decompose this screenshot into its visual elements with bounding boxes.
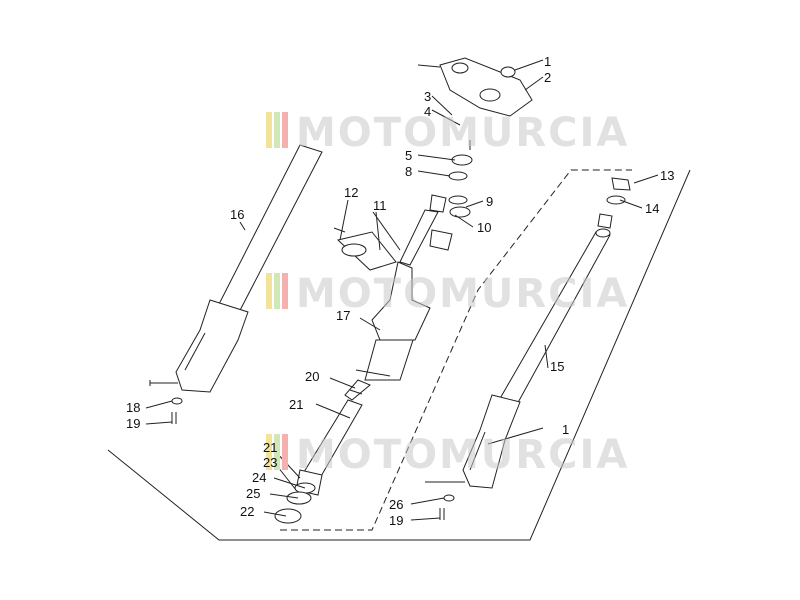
callout-label: 14 [645, 201, 659, 216]
callout-label: 2 [544, 70, 551, 85]
callout-label: 1 [544, 54, 551, 69]
callout-label: 1 [562, 422, 569, 437]
callout-label: 22 [240, 504, 254, 519]
callout-label: 23 [263, 455, 277, 470]
callout-label: 19 [126, 416, 140, 431]
callout-label: 12 [344, 185, 358, 200]
watermark-bottom: MOTOMURCIA [266, 432, 629, 478]
callout-label: 8 [405, 164, 412, 179]
watermark-bar [282, 112, 288, 148]
callout-label: 17 [336, 308, 350, 323]
top-crown [417, 57, 533, 251]
callout-label: 25 [246, 486, 260, 501]
leader-lines [145, 59, 659, 521]
callout-label: 9 [486, 194, 493, 209]
watermark-bar [282, 434, 288, 470]
callout-label: 3 [424, 89, 431, 104]
bottom-rings [274, 482, 316, 524]
watermark-bar [266, 112, 272, 148]
callout-label: 19 [389, 513, 403, 528]
watermark-middle: MOTOMURCIA [266, 271, 629, 317]
right-fork-leg [425, 177, 631, 520]
callout-label: 16 [230, 207, 244, 222]
watermark-text: MOTOMURCIA [296, 110, 629, 156]
callout-label: 24 [252, 470, 266, 485]
watermark-bar [274, 434, 280, 470]
callout-label: 4 [424, 104, 431, 119]
steering-column [295, 194, 447, 496]
watermark-text: MOTOMURCIA [296, 271, 629, 317]
watermark-text: MOTOMURCIA [296, 432, 629, 478]
callout-label: 10 [477, 220, 491, 235]
callout-label: 20 [305, 369, 319, 384]
callout-label: 21 [289, 397, 303, 412]
watermark-bar [282, 273, 288, 309]
callout-label: 5 [405, 148, 412, 163]
watermark-bar [274, 273, 280, 309]
callout-label: 26 [389, 497, 403, 512]
callout-label: 13 [660, 168, 674, 183]
assembly-outline [107, 169, 691, 541]
watermark-bar [274, 112, 280, 148]
watermark-top: MOTOMURCIA [266, 110, 629, 156]
callout-label: 18 [126, 400, 140, 415]
callout-label: 15 [550, 359, 564, 374]
watermark-bar [266, 434, 272, 470]
callout-label: 11 [373, 198, 387, 213]
watermark-bar [266, 273, 272, 309]
callouts: 1 2 3 4 5 8 9 10 11 12 13 14 15 16 17 18… [126, 54, 674, 528]
callout-label: 21 [263, 440, 277, 455]
